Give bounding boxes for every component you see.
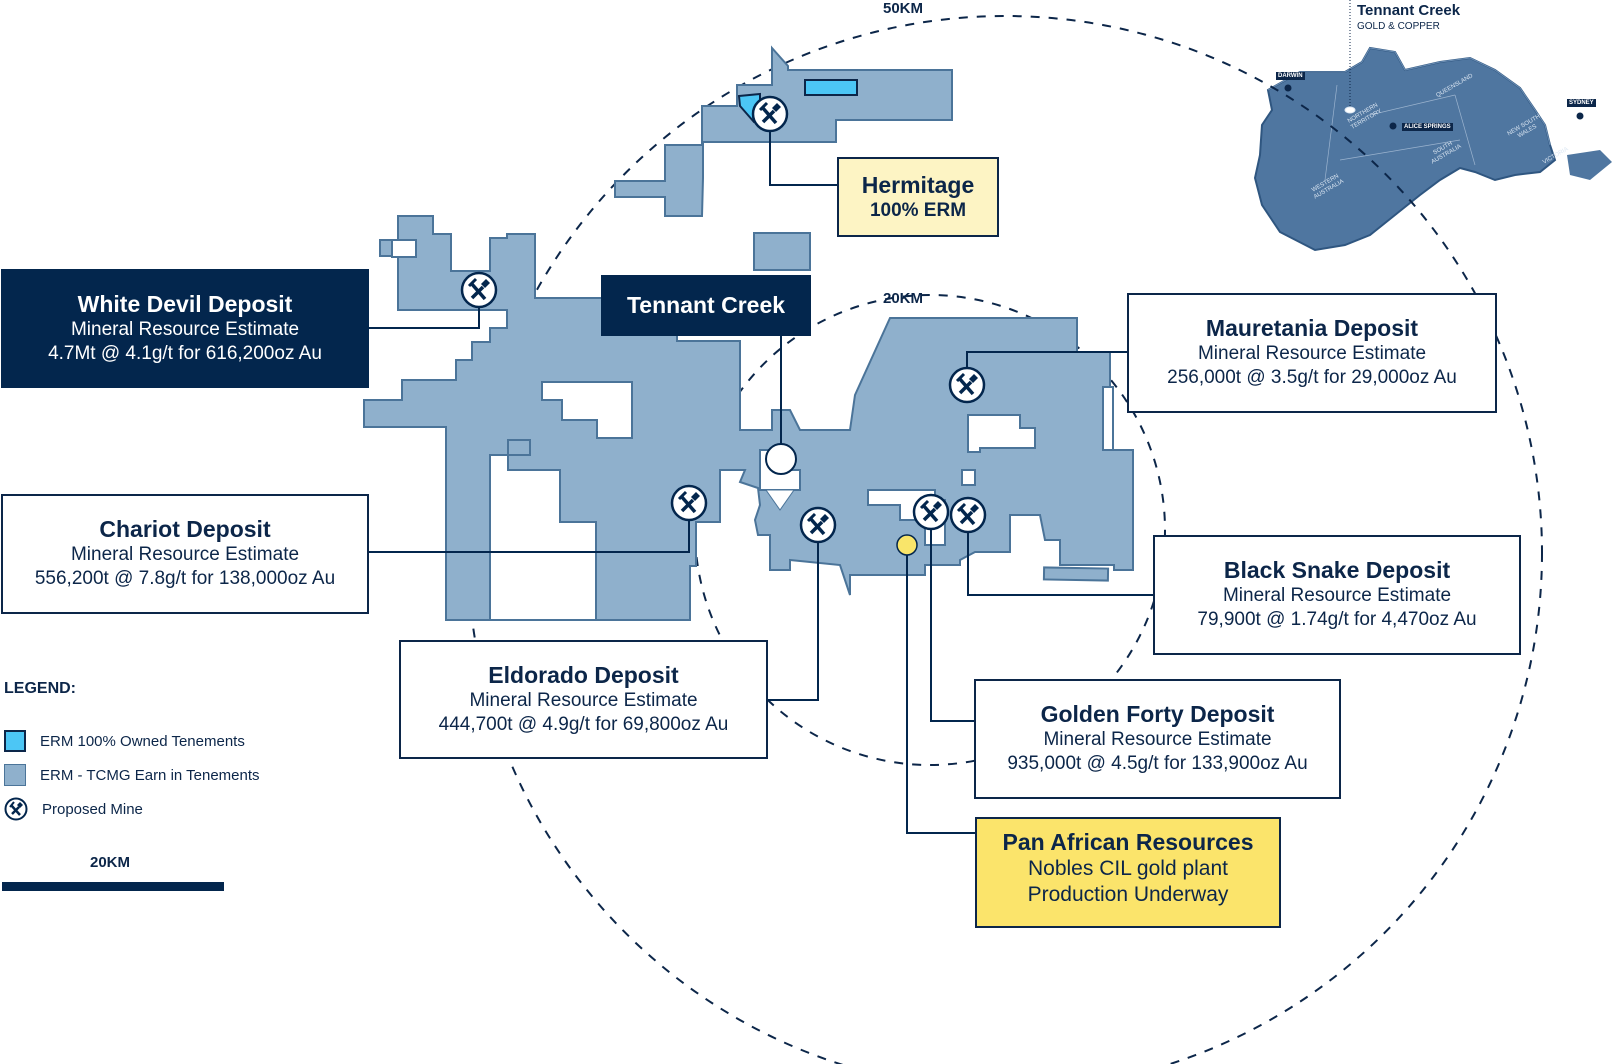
eldorado-mine-icon[interactable] (799, 506, 837, 544)
nobles-plant-marker[interactable] (896, 534, 918, 556)
callout-resource: 935,000t @ 4.5g/t for 133,900oz Au (1007, 753, 1308, 774)
australia-inset-map (1253, 0, 1612, 252)
legend-item-earn-in: ERM - TCMG Earn in Tenements (4, 758, 260, 792)
callout-title: Mauretania Deposit (1205, 315, 1419, 341)
callout-resource: 556,200t @ 7.8g/t for 138,000oz Au (34, 568, 336, 589)
inset-subtitle: GOLD & COPPER (1357, 21, 1440, 32)
callout-subtitle: Mineral Resource Estimate (1197, 343, 1427, 364)
tennant-creek-callout[interactable]: Tennant Creek (601, 275, 811, 336)
callout-title: Chariot Deposit (99, 516, 271, 542)
callout-status: Production Underway (1027, 883, 1229, 906)
mauretania-mine-icon[interactable] (948, 366, 986, 404)
sydney-pin-icon (1576, 112, 1584, 120)
hermitage-mine-icon[interactable] (751, 95, 789, 133)
golden-forty-mine-icon[interactable] (912, 493, 950, 531)
earn-in-tenement-swatch (4, 764, 26, 786)
chariot-callout[interactable]: Chariot Deposit Mineral Resource Estimat… (1, 494, 369, 614)
callout-resource: 256,000t @ 3.5g/t for 29,000oz Au (1167, 367, 1457, 388)
white-devil-callout[interactable]: White Devil Deposit Mineral Resource Est… (1, 269, 369, 388)
scale-bar-label: 20KM (90, 854, 131, 871)
inset-title: Tennant Creek (1357, 2, 1461, 19)
callout-resource: 79,900t @ 1.74g/t for 4,470oz Au (1197, 609, 1477, 630)
callout-plant: Nobles CIL gold plant (1027, 857, 1228, 880)
callout-subtitle: Mineral Resource Estimate (1222, 585, 1452, 606)
callout-subtitle: Mineral Resource Estimate (70, 319, 300, 340)
tennant-creek-town-marker[interactable] (765, 443, 797, 475)
legend-label: ERM - TCMG Earn in Tenements (40, 766, 260, 784)
callout-subtitle: Mineral Resource Estimate (469, 690, 698, 711)
ring-20km-label: 20KM (883, 290, 924, 307)
ring-50km-label: 50KM (883, 0, 924, 17)
legend-item-mine: Proposed Mine (4, 792, 260, 826)
mine-icon (4, 797, 28, 821)
callout-title: Tennant Creek (626, 292, 786, 318)
town-pointer-icon (765, 489, 795, 511)
callout-title: Black Snake Deposit (1223, 557, 1451, 583)
legend-label: ERM 100% Owned Tenements (40, 732, 245, 750)
black-snake-mine-icon[interactable] (949, 496, 987, 534)
callout-title: Hermitage (861, 172, 975, 198)
callout-subtitle: Mineral Resource Estimate (1043, 729, 1272, 750)
callout-resource: 4.7Mt @ 4.1g/t for 616,200oz Au (48, 343, 322, 364)
callout-title: White Devil Deposit (77, 291, 293, 317)
alice-springs-pin-icon (1389, 122, 1397, 130)
city-label-sydney: SYDNEY (1567, 99, 1596, 107)
legend: LEGEND: ERM 100% Owned Tenements ERM - T… (4, 680, 260, 826)
ring-50km (467, 15, 1543, 1064)
mauretania-callout[interactable]: Mauretania Deposit Mineral Resource Esti… (1127, 293, 1497, 413)
darwin-pin-icon (1284, 84, 1292, 92)
callout-ownership: 100% ERM (869, 200, 967, 221)
white-devil-mine-icon[interactable] (460, 271, 498, 309)
callout-title: Eldorado Deposit (488, 662, 679, 688)
scale-bar (2, 882, 224, 891)
city-label-alice-springs: ALICE SPRINGS (1402, 123, 1453, 131)
pan-african-callout[interactable]: Pan African Resources Nobles CIL gold pl… (975, 817, 1281, 928)
legend-label: Proposed Mine (42, 800, 143, 818)
callout-title: Pan African Resources (1002, 829, 1254, 855)
chariot-mine-icon[interactable] (670, 484, 708, 522)
eldorado-callout[interactable]: Eldorado Deposit Mineral Resource Estima… (399, 640, 768, 759)
black-snake-callout[interactable]: Black Snake Deposit Mineral Resource Est… (1153, 535, 1521, 655)
owned-tenement-swatch (4, 730, 26, 752)
callout-title: Golden Forty Deposit (1040, 701, 1275, 727)
legend-heading: LEGEND: (4, 680, 76, 697)
callout-resource: 444,700t @ 4.9g/t for 69,800oz Au (438, 714, 729, 735)
ring-20km (694, 294, 1166, 766)
golden-forty-callout[interactable]: Golden Forty Deposit Mineral Resource Es… (974, 679, 1341, 799)
hermitage-callout[interactable]: Hermitage 100% ERM (837, 157, 999, 237)
legend-item-owned: ERM 100% Owned Tenements (4, 724, 260, 758)
callout-subtitle: Mineral Resource Estimate (70, 544, 300, 565)
city-label-darwin: DARWIN (1276, 72, 1305, 80)
